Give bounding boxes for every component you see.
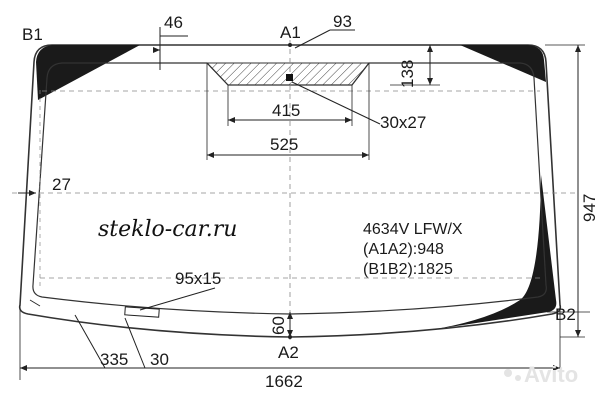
glass-inner-area (32, 62, 547, 315)
ceramic-top-left (36, 45, 140, 100)
dim-30-leader (124, 317, 146, 369)
dim-1662-text: 1662 (265, 372, 303, 391)
dim-30x27-leader (291, 81, 381, 125)
dimension-a1a2: (A1A2):948 (363, 241, 444, 258)
dim-95x15-text: 95x15 (175, 269, 221, 288)
point-a1 (288, 43, 292, 47)
dim-335-leader (74, 314, 106, 369)
dim-947-text: 947 (580, 194, 599, 222)
dim-95x15-leader (139, 287, 216, 311)
dimension-b1b2: (B1B2):1825 (363, 261, 453, 278)
part-code: 4634V LFW/X (363, 221, 463, 238)
label-a2: A2 (278, 343, 299, 362)
dim-27-text: 27 (52, 175, 71, 194)
dim-93-leader (294, 29, 331, 49)
dim-60-text: 60 (269, 316, 288, 335)
avito-dot-icon-2 (515, 375, 521, 381)
avito-dot-icon (504, 369, 512, 377)
dim-93-text: 93 (333, 12, 352, 31)
dim-30x27-text: 30x27 (380, 113, 426, 132)
dim-30-text: 30 (150, 350, 169, 369)
label-area-rect (124, 306, 160, 318)
dim-525-text: 525 (270, 135, 298, 154)
label-a1: A1 (280, 23, 301, 42)
dim-138-text: 138 (398, 60, 417, 88)
site-watermark: steklo-car.ru (98, 217, 237, 242)
dim-335-text: 335 (100, 350, 128, 369)
avito-text: Avito (524, 362, 578, 387)
label-b2: B2 (555, 305, 576, 324)
dim-46-text: 46 (164, 13, 183, 32)
dim-415-text: 415 (272, 101, 300, 120)
camera-bracket (286, 74, 293, 81)
left-small-leader (29, 299, 41, 307)
avito-watermark: Avito (504, 362, 578, 387)
label-b1: B1 (22, 25, 43, 44)
